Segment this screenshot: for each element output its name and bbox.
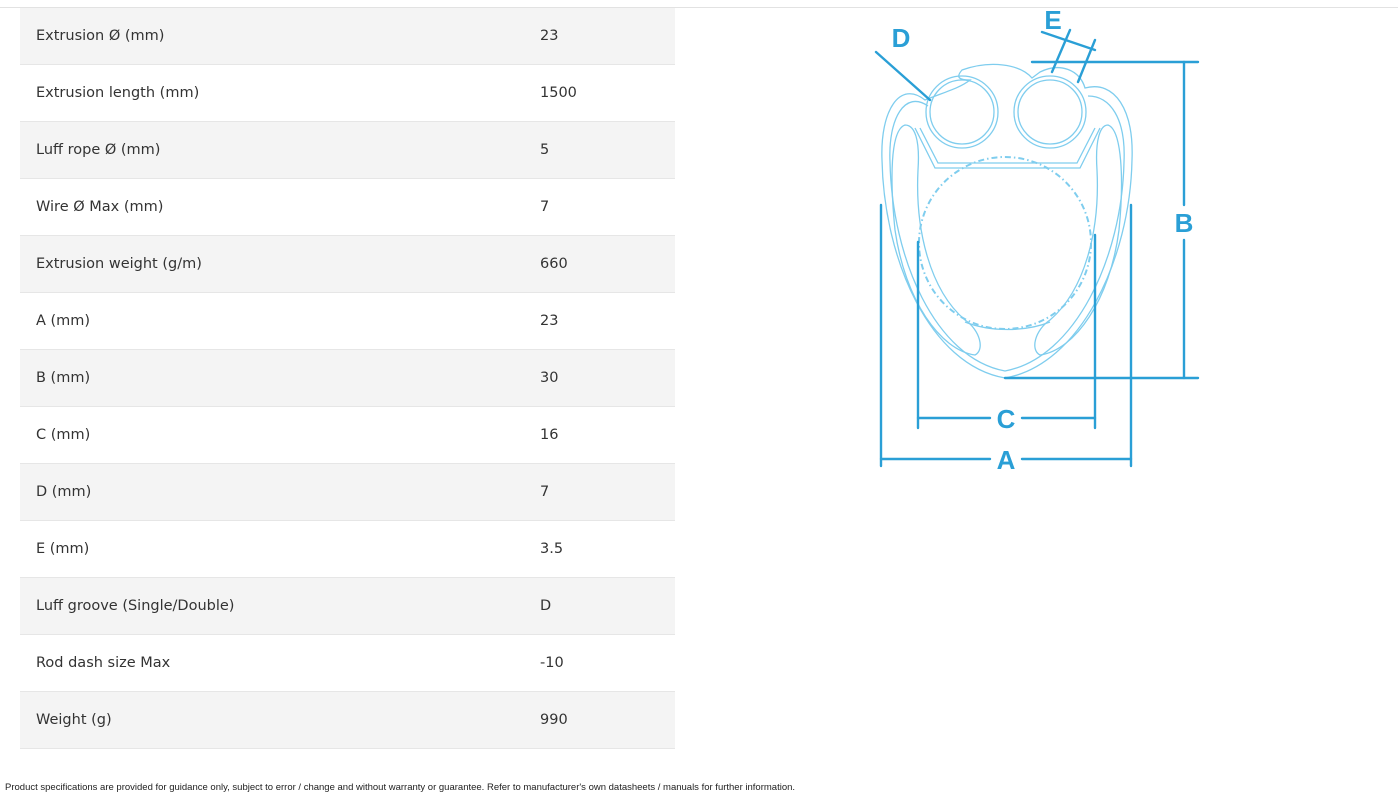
profile-inner-outline	[889, 95, 1125, 372]
spec-label: Rod dash size Max	[36, 655, 171, 671]
dim-e-tick-right	[1076, 38, 1097, 84]
spec-value: 7	[540, 484, 550, 500]
dim-label-b: B	[1175, 208, 1194, 238]
spec-value: 23	[540, 28, 559, 44]
spec-label: C (mm)	[36, 427, 91, 443]
spec-row: D (mm) 7	[20, 464, 675, 521]
dim-e-tick-left	[1050, 28, 1072, 74]
profile-left-pocket	[891, 124, 981, 356]
spec-value: 660	[540, 256, 568, 272]
spec-row: Rod dash size Max -10	[20, 635, 675, 692]
spec-value: 30	[540, 370, 559, 386]
spec-row: A (mm) 23	[20, 293, 675, 350]
dim-label-a: A	[997, 445, 1016, 475]
spec-value: 7	[540, 199, 550, 215]
spec-label: D (mm)	[36, 484, 92, 500]
dim-label-d: D	[892, 23, 911, 53]
spec-row: Luff groove (Single/Double) D	[20, 578, 675, 635]
spec-value: 23	[540, 313, 559, 329]
dim-e-line	[1040, 30, 1097, 52]
spec-label: A (mm)	[36, 313, 91, 329]
dim-label-e: E	[1044, 5, 1061, 35]
spec-row: Weight (g) 990	[20, 692, 675, 749]
spec-label: Wire Ø Max (mm)	[36, 199, 164, 215]
spec-row: B (mm) 30	[20, 350, 675, 407]
spec-row: Luff rope Ø (mm) 5	[20, 122, 675, 179]
spec-label: E (mm)	[36, 541, 90, 557]
spec-label: Extrusion Ø (mm)	[36, 28, 165, 44]
spec-value: -10	[540, 655, 564, 671]
spec-row: Extrusion weight (g/m) 660	[20, 236, 675, 293]
right-luff-groove-inner	[1017, 79, 1083, 145]
spec-label: Extrusion weight (g/m)	[36, 256, 202, 272]
spec-value: 5	[540, 142, 550, 158]
extrusion-profile	[881, 63, 1133, 379]
spec-label: Luff rope Ø (mm)	[36, 142, 161, 158]
spec-label: Extrusion length (mm)	[36, 85, 200, 101]
spec-row: C (mm) 16	[20, 407, 675, 464]
right-luff-groove	[1013, 75, 1087, 149]
spec-label: Weight (g)	[36, 712, 112, 728]
spec-value: 1500	[540, 85, 577, 101]
dim-d-leader	[874, 50, 932, 102]
spec-label: Luff groove (Single/Double)	[36, 598, 235, 614]
spec-value: 16	[540, 427, 559, 443]
bore-circle	[918, 156, 1092, 330]
disclaimer-text: Product specifications are provided for …	[5, 782, 796, 793]
left-luff-groove-inner	[929, 79, 995, 145]
spec-value: 990	[540, 712, 568, 728]
profile-upper-web	[914, 127, 1101, 169]
spec-value: D	[540, 598, 552, 614]
extrusion-dimension-diagram: A C B D E	[874, 5, 1200, 475]
profile-right-pocket	[1034, 124, 1123, 356]
spec-row: Extrusion length (mm) 1500	[20, 65, 675, 122]
dimension-lines	[874, 28, 1200, 468]
spec-value: 3.5	[540, 541, 564, 557]
spec-row: E (mm) 3.5	[20, 521, 675, 578]
spec-row: Wire Ø Max (mm) 7	[20, 179, 675, 236]
spec-table: Extrusion Ø (mm) 23 Extrusion length (mm…	[20, 8, 675, 749]
top-divider	[0, 7, 1398, 8]
left-luff-groove	[925, 75, 999, 149]
profile-lower-web	[964, 321, 1051, 331]
spec-label: B (mm)	[36, 370, 91, 386]
dim-label-c: C	[997, 404, 1016, 434]
profile-outer-outline	[881, 63, 1133, 379]
spec-row: Extrusion Ø (mm) 23	[20, 8, 675, 65]
